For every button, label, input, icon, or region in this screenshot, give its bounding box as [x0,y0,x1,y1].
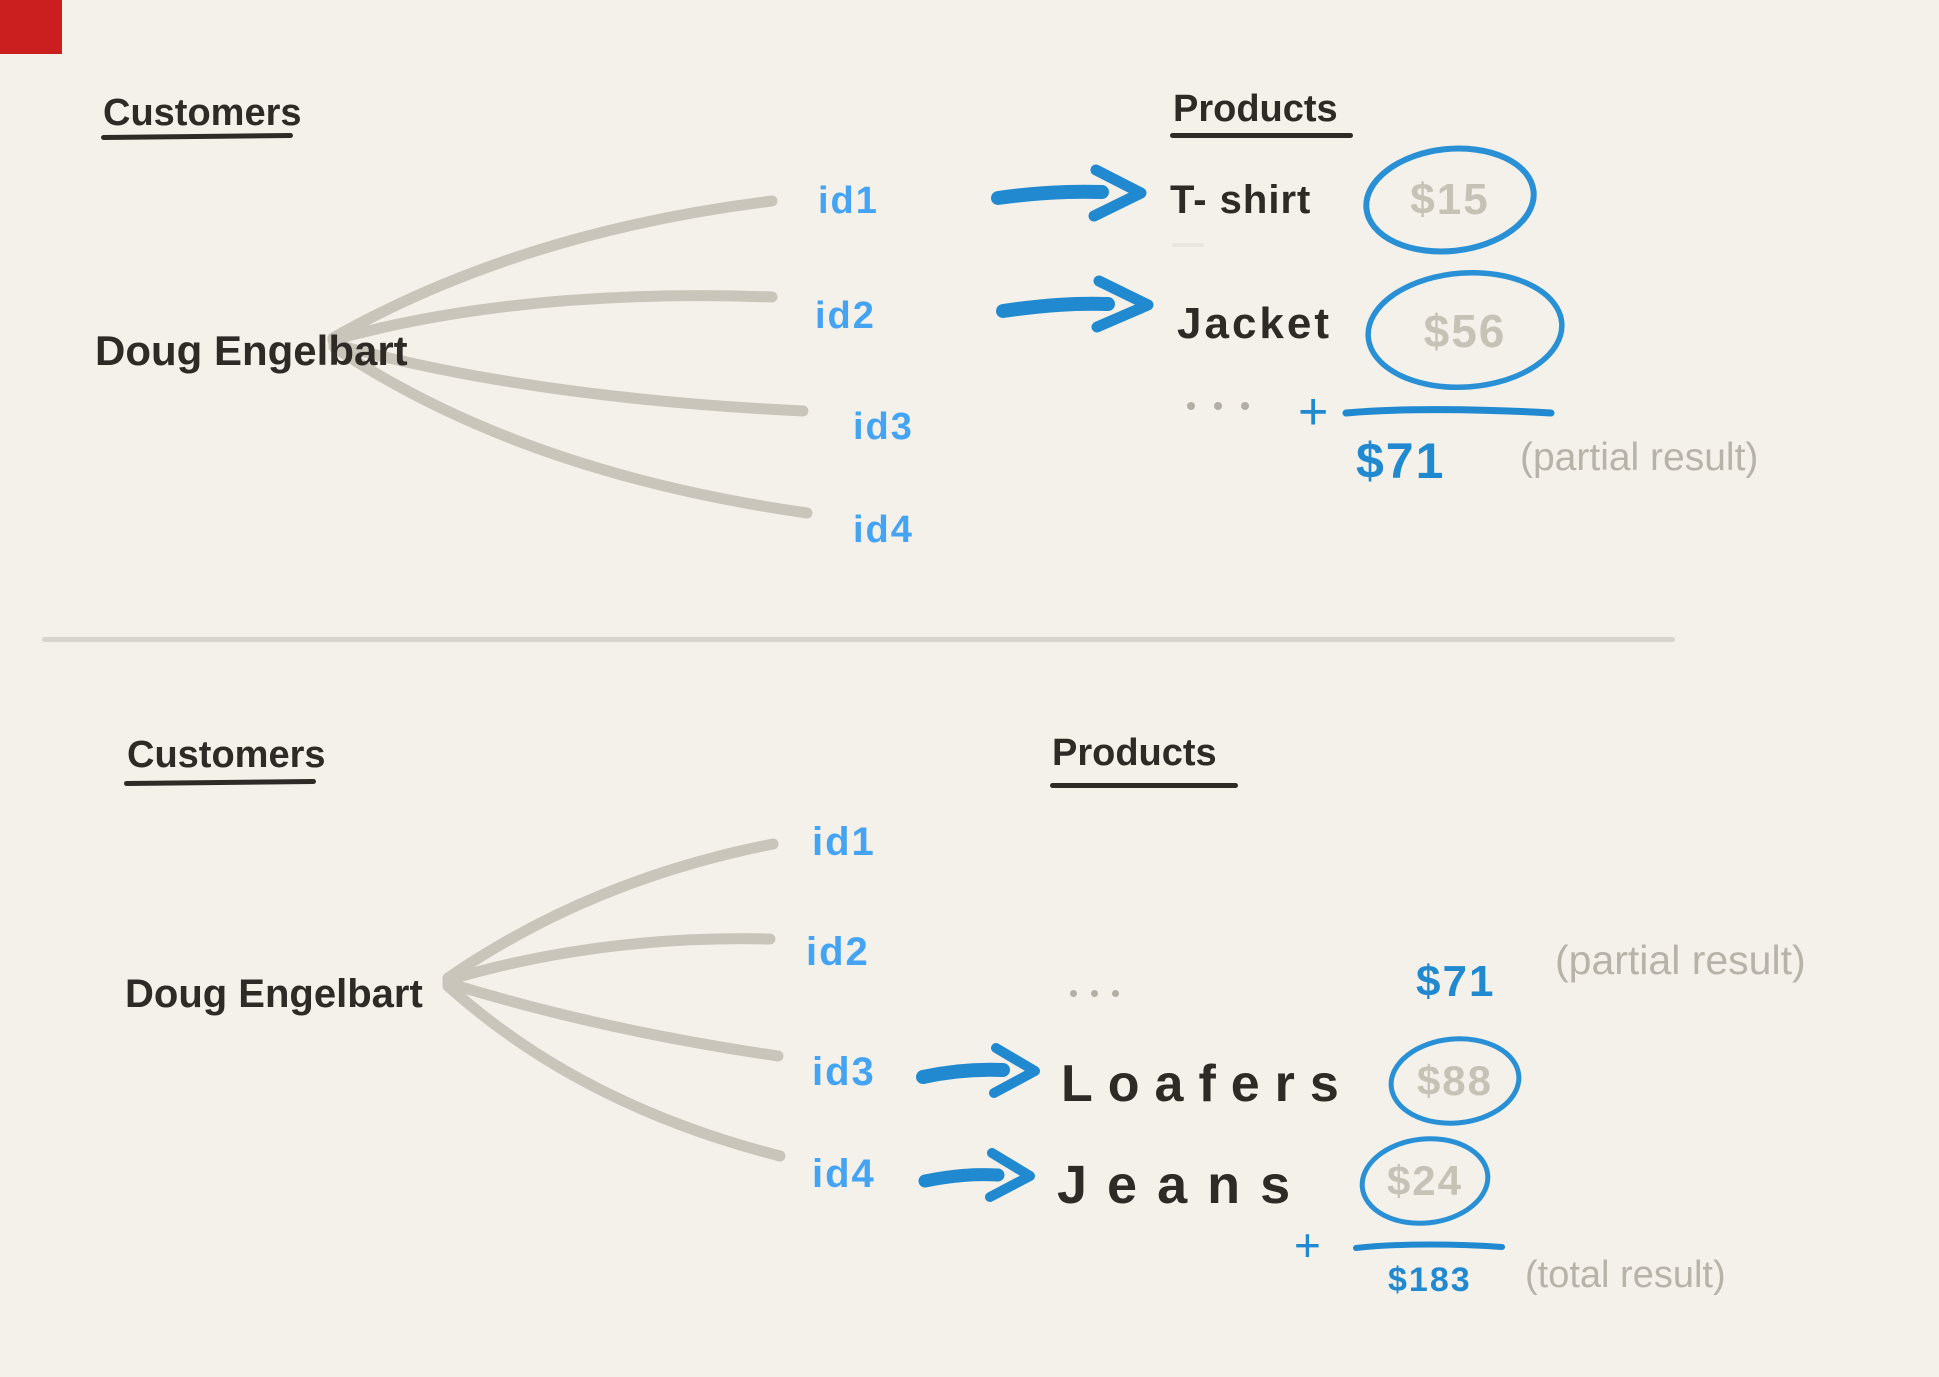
total-sum: $183 [1388,1261,1472,1299]
price-24: $24 [1386,1157,1464,1204]
id-label-bottom-3: id3 [812,1050,876,1094]
product-jeans: Jeans [1057,1155,1311,1215]
partial-sum-top: $71 [1356,433,1446,489]
arrow-head-id3 [989,1043,1040,1098]
arrow-shaft-id2 [996,296,1115,318]
id-label-top-1: id1 [818,180,879,222]
price-56: $56 [1423,305,1507,357]
price-15: $15 [1410,175,1490,224]
arrow-shaft-id4 [918,1168,1005,1188]
divider-line [42,637,1675,642]
product-loafers: Loafers [1061,1055,1354,1113]
ellipsis-icon-bottom [1070,990,1133,997]
product-tshirt: T- shirt [1170,178,1312,222]
sum-line-top [1342,406,1555,417]
ellipsis-icon-top [1187,402,1268,410]
plus-sign-bottom: + [1294,1219,1321,1271]
products-underline-bottom [1050,783,1238,788]
partial-label-bottom: (partial result) [1555,937,1806,983]
id-label-top-2: id2 [815,295,876,337]
arrow-shaft-id1 [991,184,1109,205]
products-heading-bottom: Products [1052,732,1217,774]
customer-name-top: Doug Engelbart [95,327,408,374]
customers-heading-bottom: Customers [127,734,326,776]
sum-line-bottom [1353,1241,1505,1251]
price-88: $88 [1416,1057,1494,1104]
customers-underline-top [100,132,294,141]
products-heading-top: Products [1173,88,1338,130]
product-jacket: Jacket [1177,299,1333,348]
partial-label-top: (partial result) [1520,436,1759,479]
customers-underline-bottom [123,778,317,787]
id-label-bottom-2: id2 [806,930,870,974]
red-marker [0,0,62,54]
partial-sum-bottom: $71 [1416,957,1496,1006]
connector-curve-top-1 [327,195,778,344]
id-label-bottom-4: id4 [812,1152,876,1196]
connector-curve-bottom-3 [442,977,784,1062]
arrow-head-id2 [1091,275,1154,333]
plus-sign-top: + [1298,383,1329,441]
id-label-top-3: id3 [853,406,914,448]
connector-curve-bottom-2 [442,933,776,986]
customer-name-bottom: Doug Engelbart [125,972,423,1016]
id-label-bottom-1: id1 [812,820,876,864]
arrow-shaft-id3 [916,1062,1010,1084]
arrow-head-id1 [1088,164,1147,222]
connector-curve-bottom-1 [442,838,779,984]
products-underline-top [1170,133,1353,138]
customers-heading-top: Customers [103,92,302,134]
connector-curve-bottom-4 [442,980,786,1162]
faint-dash [1172,243,1204,247]
total-label: (total result) [1525,1254,1726,1296]
id-label-top-4: id4 [853,509,914,551]
arrow-head-id4 [985,1148,1035,1202]
